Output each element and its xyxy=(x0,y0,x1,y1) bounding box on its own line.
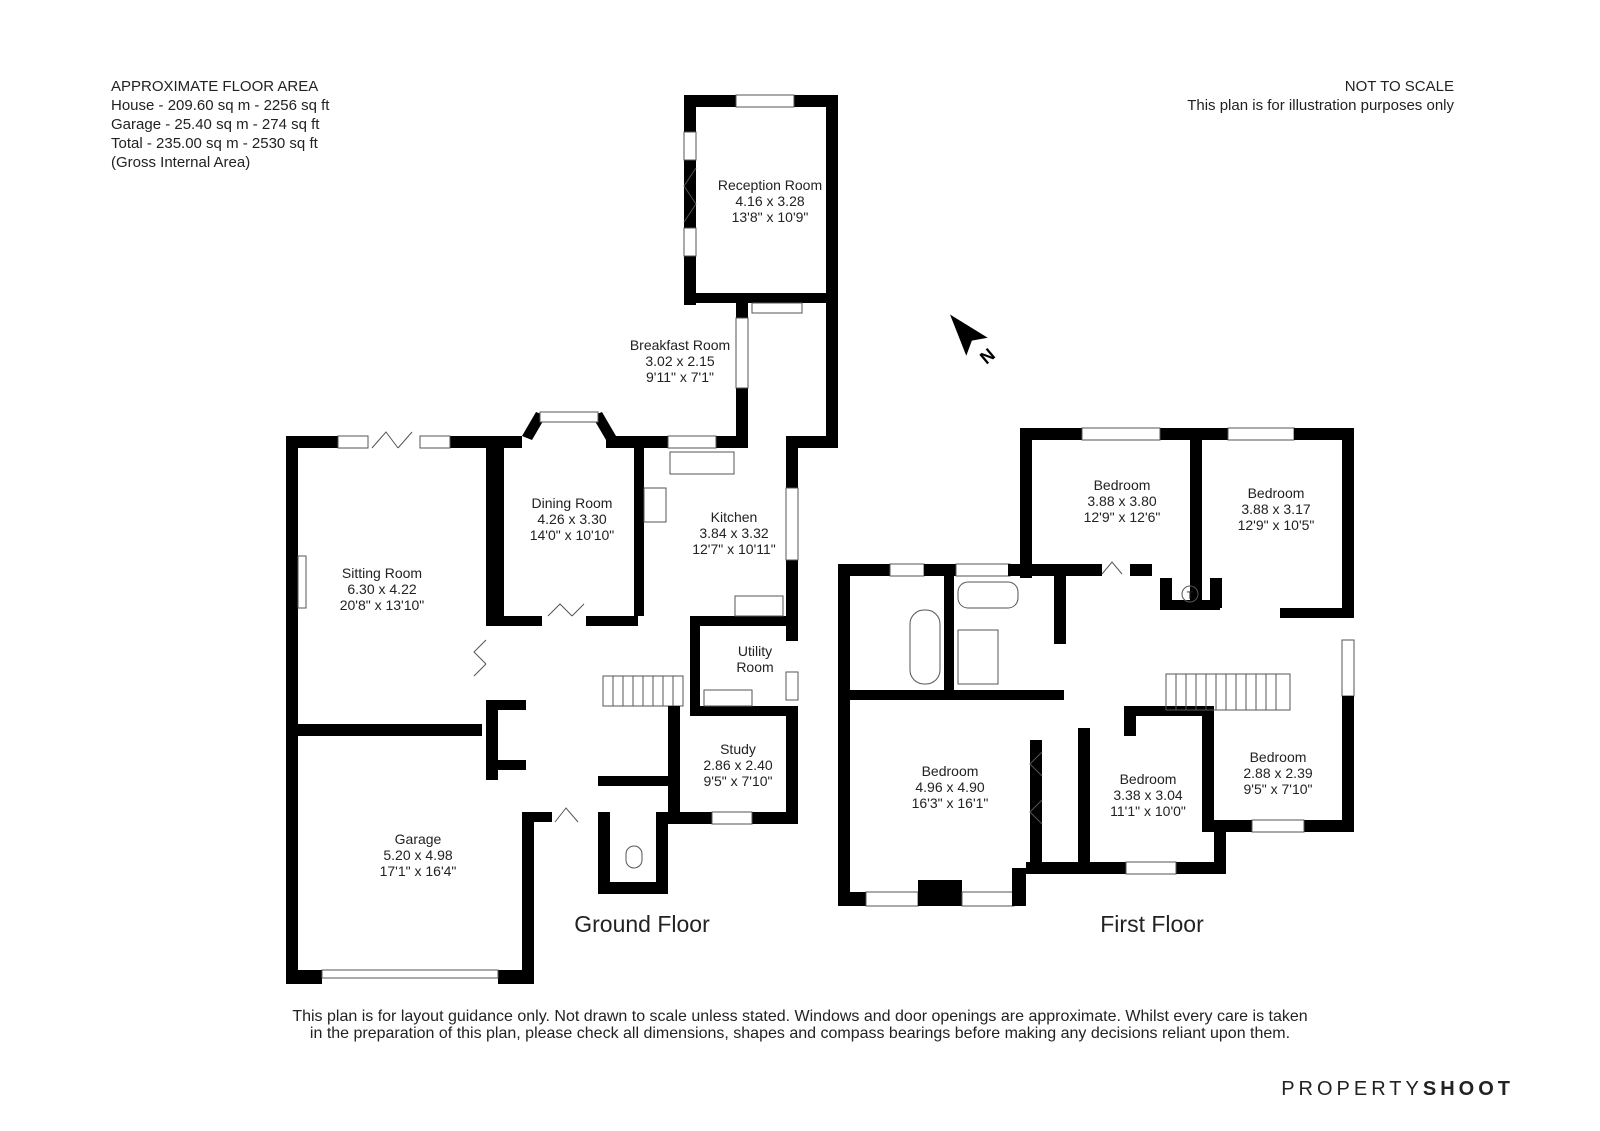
bedroom-3-name: Bedroom xyxy=(922,763,979,779)
kitchen-metric: 3.84 x 3.32 xyxy=(699,525,768,541)
tank-label: T xyxy=(1187,590,1194,602)
first-floor-label: First Floor xyxy=(1100,911,1204,937)
total-area: Total - 235.00 sq m - 2530 sq ft xyxy=(111,135,318,152)
disclaimer: This plan is for layout guidance only. N… xyxy=(0,1008,1600,1042)
study-metric: 2.86 x 2.40 xyxy=(703,757,772,773)
area-note: (Gross Internal Area) xyxy=(111,154,251,171)
bedroom-5-name: Bedroom xyxy=(1250,749,1307,765)
first-floor-walls xyxy=(838,427,1355,907)
bedroom-2-imperial: 12'9" x 10'5" xyxy=(1238,517,1315,533)
bedroom-1-imperial: 12'9" x 12'6" xyxy=(1084,509,1161,525)
disclaimer-line-2: in the preparation of this plan, please … xyxy=(309,1025,1291,1042)
reception-room-name: Reception Room xyxy=(718,177,822,193)
floor-area-summary: APPROXIMATE FLOOR AREA House - 209.60 sq… xyxy=(111,77,329,172)
not-to-scale: NOT TO SCALE xyxy=(1344,78,1454,95)
reception-room-metric: 4.16 x 3.28 xyxy=(735,193,804,209)
breakfast-room-imperial: 9'11" x 7'1" xyxy=(646,369,714,385)
bedroom-2-name: Bedroom xyxy=(1248,485,1305,501)
house-area: House - 209.60 sq m - 2256 sq ft xyxy=(111,97,330,114)
illustration-note: This plan is for illustration purposes o… xyxy=(1187,97,1454,114)
north-compass-icon: N xyxy=(950,314,999,368)
breakfast-room-name: Breakfast Room xyxy=(630,337,730,353)
bedroom-4-imperial: 11'1" x 10'0" xyxy=(1110,803,1186,819)
study-name: Study xyxy=(720,741,756,757)
reception-room-imperial: 13'8" x 10'9" xyxy=(732,209,809,225)
ground-floor-label: Ground Floor xyxy=(574,911,710,937)
dining-room-imperial: 14'0" x 10'10" xyxy=(530,527,615,543)
breakfast-room-metric: 3.02 x 2.15 xyxy=(645,353,714,369)
kitchen-name: Kitchen xyxy=(711,509,758,525)
bedroom-2-metric: 3.88 x 3.17 xyxy=(1241,501,1310,517)
bedroom-1-name: Bedroom xyxy=(1094,477,1151,493)
garage-metric: 5.20 x 4.98 xyxy=(383,847,452,863)
garage-area: Garage - 25.40 sq m - 274 sq ft xyxy=(111,116,320,133)
utility-room-name-2: Room xyxy=(736,659,773,675)
brand-part-1: PROPERTY xyxy=(1281,1078,1423,1100)
bedroom-5-metric: 2.88 x 2.39 xyxy=(1243,765,1312,781)
bedroom-5-imperial: 9'5" x 7'10" xyxy=(1244,781,1313,797)
brand-part-2: SHOOT xyxy=(1422,1078,1514,1100)
dining-room-name: Dining Room xyxy=(532,495,613,511)
study-imperial: 9'5" x 7'10" xyxy=(704,773,773,789)
brand-logo: PROPERTYSHOOT xyxy=(0,1078,1514,1101)
sitting-room-metric: 6.30 x 4.22 xyxy=(347,581,416,597)
garage-imperial: 17'1" x 16'4" xyxy=(380,863,457,879)
disclaimer-line-1: This plan is for layout guidance only. N… xyxy=(292,1008,1308,1025)
ground-floor-walls xyxy=(286,94,838,984)
sitting-room-imperial: 20'8" x 13'10" xyxy=(340,597,425,613)
bedroom-3-metric: 4.96 x 4.90 xyxy=(915,779,984,795)
utility-room-name: Utility xyxy=(738,643,772,659)
bedroom-4-name: Bedroom xyxy=(1120,771,1177,787)
room-labels: Reception Room 4.16 x 3.28 13'8" x 10'9"… xyxy=(340,177,1315,879)
garage-name: Garage xyxy=(395,831,442,847)
floor-area-title: APPROXIMATE FLOOR AREA xyxy=(111,78,319,95)
bedroom-1-metric: 3.88 x 3.80 xyxy=(1087,493,1156,509)
bedroom-4-metric: 3.38 x 3.04 xyxy=(1113,787,1182,803)
sitting-room-name: Sitting Room xyxy=(342,565,422,581)
compass-north-label: N xyxy=(976,344,999,368)
bedroom-3-imperial: 16'3" x 16'1" xyxy=(912,795,989,811)
dining-room-metric: 4.26 x 3.30 xyxy=(537,511,606,527)
kitchen-imperial: 12'7" x 10'11" xyxy=(692,541,776,557)
scale-notice: NOT TO SCALE This plan is for illustrati… xyxy=(1187,77,1454,115)
